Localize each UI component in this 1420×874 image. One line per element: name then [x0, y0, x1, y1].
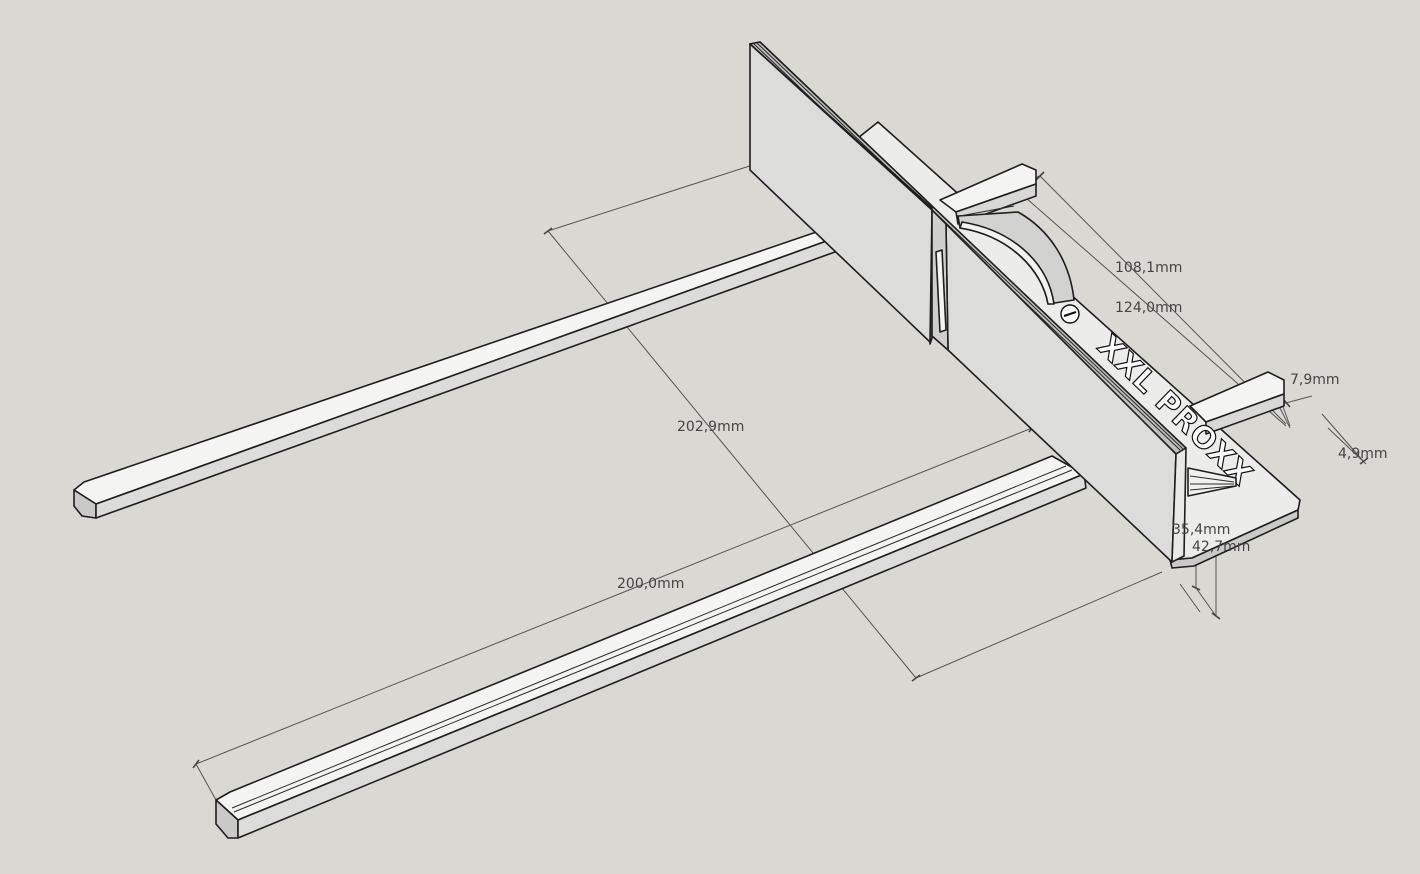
label-rail-height: 4,9mm: [1338, 446, 1388, 462]
end-stop[interactable]: [1187, 467, 1237, 497]
label-total-height: 42,7mm: [1192, 539, 1250, 555]
dimension-rail-width: [1281, 395, 1313, 427]
label-rail-spacing: 124,0mm: [1115, 300, 1182, 316]
dimension-total-height: [1195, 550, 1221, 620]
front-cross-rail[interactable]: [1189, 371, 1285, 435]
label-overall-length: 202,9mm: [677, 419, 744, 435]
label-rail-width: 7,9mm: [1290, 372, 1340, 388]
dimension-rail-length: [192, 423, 1036, 801]
front-rail[interactable]: [215, 455, 1087, 839]
label-fence-height: 35,4mm: [1172, 522, 1230, 538]
label-fence-length: 108,1mm: [1115, 260, 1182, 276]
back-rail[interactable]: [73, 225, 847, 519]
dimension-rail-height: [1321, 413, 1369, 465]
label-rail-length: 200,0mm: [617, 576, 684, 592]
fence[interactable]: [749, 41, 1187, 563]
fence-handle[interactable]: [957, 205, 1075, 305]
